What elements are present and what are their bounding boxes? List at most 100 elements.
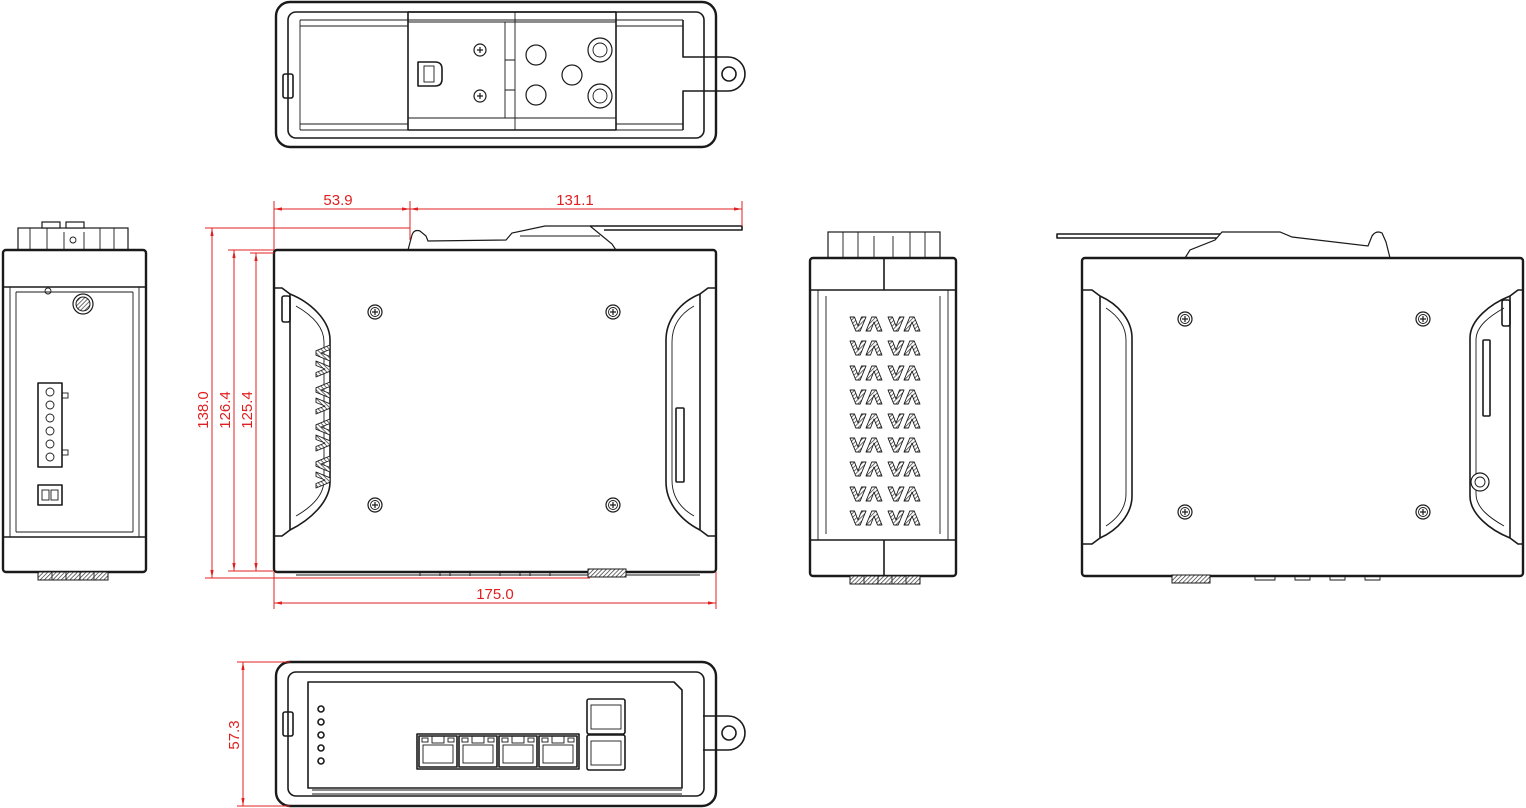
bottom-view [274, 660, 746, 808]
back-view-right-slot [1482, 339, 1491, 417]
rj45-port [538, 735, 578, 768]
din-clip-profile [407, 225, 618, 251]
rj45-port-led [461, 737, 469, 743]
back-view-right-edge [1469, 295, 1511, 539]
back-view-left-inner-edge [1105, 307, 1127, 527]
left-view-top-connector-dividers [29, 228, 115, 250]
dimensions: 53.9 131.1 138.0 126.4 125.4 175.0 57.3 [195, 192, 743, 807]
led-indicator [317, 718, 325, 726]
rj45-port-led [421, 737, 429, 743]
dimension-label-body-height-a: 126.4 [217, 391, 234, 429]
back-view-din-plate [1056, 233, 1231, 239]
screw-icon [1177, 311, 1193, 327]
led-indicator [317, 731, 325, 739]
rj45-port-block [416, 733, 580, 770]
din-clip-stud [525, 44, 547, 66]
rj45-port-led [447, 737, 455, 743]
dimension-label-top-right: 131.1 [556, 192, 594, 209]
top-view-side-button [282, 73, 294, 99]
left-side-view [1, 221, 148, 581]
din-clip-plate [407, 11, 617, 131]
bottom-view-side-button [282, 711, 294, 737]
back-view-ground-point [1470, 472, 1490, 492]
front-view-bottom-terminal [587, 568, 627, 578]
left-view-bottom-connector-dividers [51, 572, 95, 580]
right-view-bottom-connector-dividers [863, 576, 907, 584]
dimension-label-body-height-b: 125.4 [239, 391, 256, 429]
dimension-label-depth: 57.3 [226, 720, 243, 749]
rj45-port-led [541, 737, 549, 743]
screw-icon [1415, 311, 1431, 327]
din-clip-stud [561, 64, 583, 86]
rj45-port [458, 735, 498, 768]
rj45-port-opening [462, 744, 494, 764]
back-view-right-inner-edge [1475, 307, 1505, 527]
din-clip-stud [525, 84, 547, 106]
screw-icon [367, 497, 383, 513]
terminal-pin [45, 452, 55, 462]
terminal-pin [45, 426, 55, 436]
right-view-top-connector-dividers [842, 232, 926, 258]
dip-switch-lever [50, 489, 59, 501]
left-view-side-panel [9, 287, 140, 537]
back-view-housing [1080, 256, 1525, 578]
right-view-housing [808, 256, 958, 578]
rj45-port-latch [551, 735, 565, 744]
top-view-mounting-hole [721, 66, 737, 82]
back-view-bottom-terminal [1171, 574, 1211, 584]
rj45-port-latch [511, 735, 525, 744]
back-view-right-end-cap [1509, 289, 1523, 545]
bottom-view-rail [312, 789, 682, 795]
sfp-slot [586, 734, 626, 771]
right-view-side-panel [817, 290, 949, 540]
rj45-port-led [501, 737, 509, 743]
front-view [272, 225, 743, 578]
dip-switch-lever [41, 489, 50, 501]
dimension-label-overall-height: 138.0 [195, 391, 212, 429]
dimension-extension-lines [205, 201, 743, 807]
din-clip-bolt-inner [592, 42, 608, 58]
sfp-slot-opening [590, 704, 622, 730]
rj45-port-opening [542, 744, 574, 764]
left-view-top-connector [17, 227, 129, 251]
rj45-port-opening [422, 744, 454, 764]
front-view-left-vent-edge [289, 293, 331, 531]
din-clip-latch-slot [423, 65, 435, 83]
ground-screw-head [75, 296, 91, 312]
bottom-view-inner-frame [287, 671, 705, 797]
led-indicator [317, 744, 325, 752]
bottom-view-mounting-tab [703, 715, 746, 751]
bottom-view-mounting-hole [721, 725, 737, 741]
screw-icon [473, 43, 487, 57]
sfp-slot [586, 698, 626, 735]
din-clip-slide [408, 12, 616, 130]
terminal-pin [45, 400, 55, 410]
sfp-slots [586, 698, 626, 771]
left-view-bottom-connector [37, 571, 109, 581]
din-clip-bolt [587, 83, 613, 109]
top-view-mounting-tab [682, 20, 746, 130]
screw-icon [1415, 504, 1431, 520]
dimension-label-top-left: 53.9 [323, 192, 352, 209]
front-view-right-slot [675, 407, 685, 483]
sfp-slot-opening [590, 740, 622, 766]
back-view-din-clip-profile [1183, 231, 1391, 259]
back-view-bottom-profile [1254, 576, 1381, 581]
back-view-ground-point-inner [1474, 476, 1486, 488]
terminal-pin [45, 439, 55, 449]
front-view-bottom-profile [296, 572, 700, 576]
screw-icon [473, 89, 487, 103]
terminal-latch [61, 392, 69, 399]
rj45-port-led [487, 737, 495, 743]
front-view-right-edge [665, 293, 701, 531]
terminal-pin [45, 387, 55, 397]
screw-icon [367, 304, 383, 320]
back-view [1056, 231, 1525, 584]
rj45-ports [416, 733, 580, 770]
terminal-latch [61, 449, 69, 456]
top-view-housing [274, 0, 718, 149]
led-indicators [317, 705, 325, 765]
rj45-port-latch [431, 735, 445, 744]
front-view-side-button [281, 295, 291, 323]
